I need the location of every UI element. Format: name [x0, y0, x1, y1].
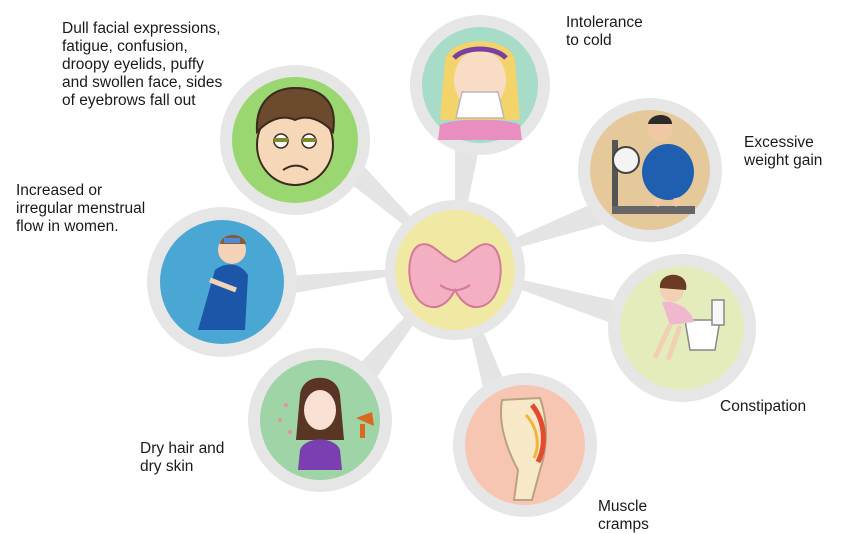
node-menstrual — [160, 220, 284, 344]
tired-face-icon — [257, 88, 334, 185]
label-hair-line-1: Dry hair and — [140, 440, 224, 458]
node-hair — [260, 360, 380, 480]
node-weight — [590, 110, 710, 230]
label-menstrual-line-3: flow in women. — [16, 218, 145, 236]
label-cold: Intolerance to cold — [566, 14, 643, 50]
label-cramps: Muscle cramps — [598, 498, 649, 534]
label-weight-line-1: Excessive — [744, 134, 822, 152]
label-face-line-4: and swollen face, sides — [62, 74, 222, 92]
node-cold — [422, 27, 538, 143]
label-face-line-2: fatigue, confusion, — [62, 38, 222, 56]
label-hair-line-2: dry skin — [140, 458, 224, 476]
node-cramps — [465, 385, 585, 505]
label-cold-line-2: to cold — [566, 32, 643, 50]
label-face-line-3: droopy eyelids, puffy — [62, 56, 222, 74]
label-menstrual: Increased or irregular menstrual flow in… — [16, 182, 145, 236]
label-weight: Excessive weight gain — [744, 134, 822, 170]
label-menstrual-line-2: irregular menstrual — [16, 200, 145, 218]
label-face-line-1: Dull facial expressions, — [62, 20, 222, 38]
center-node — [395, 210, 515, 330]
label-weight-line-2: weight gain — [744, 152, 822, 170]
label-face: Dull facial expressions, fatigue, confus… — [62, 20, 222, 110]
label-menstrual-line-1: Increased or — [16, 182, 145, 200]
node-constipation — [620, 266, 744, 390]
sneezing-woman-icon — [438, 41, 522, 140]
label-cold-line-1: Intolerance — [566, 14, 643, 32]
label-constipation: Constipation — [720, 398, 806, 416]
label-constipation-line-1: Constipation — [720, 398, 806, 416]
label-hair: Dry hair and dry skin — [140, 440, 224, 476]
label-face-line-5: of eyebrows fall out — [62, 92, 222, 110]
label-cramps-line-1: Muscle — [598, 498, 649, 516]
node-face — [232, 77, 358, 203]
label-cramps-line-2: cramps — [598, 516, 649, 534]
